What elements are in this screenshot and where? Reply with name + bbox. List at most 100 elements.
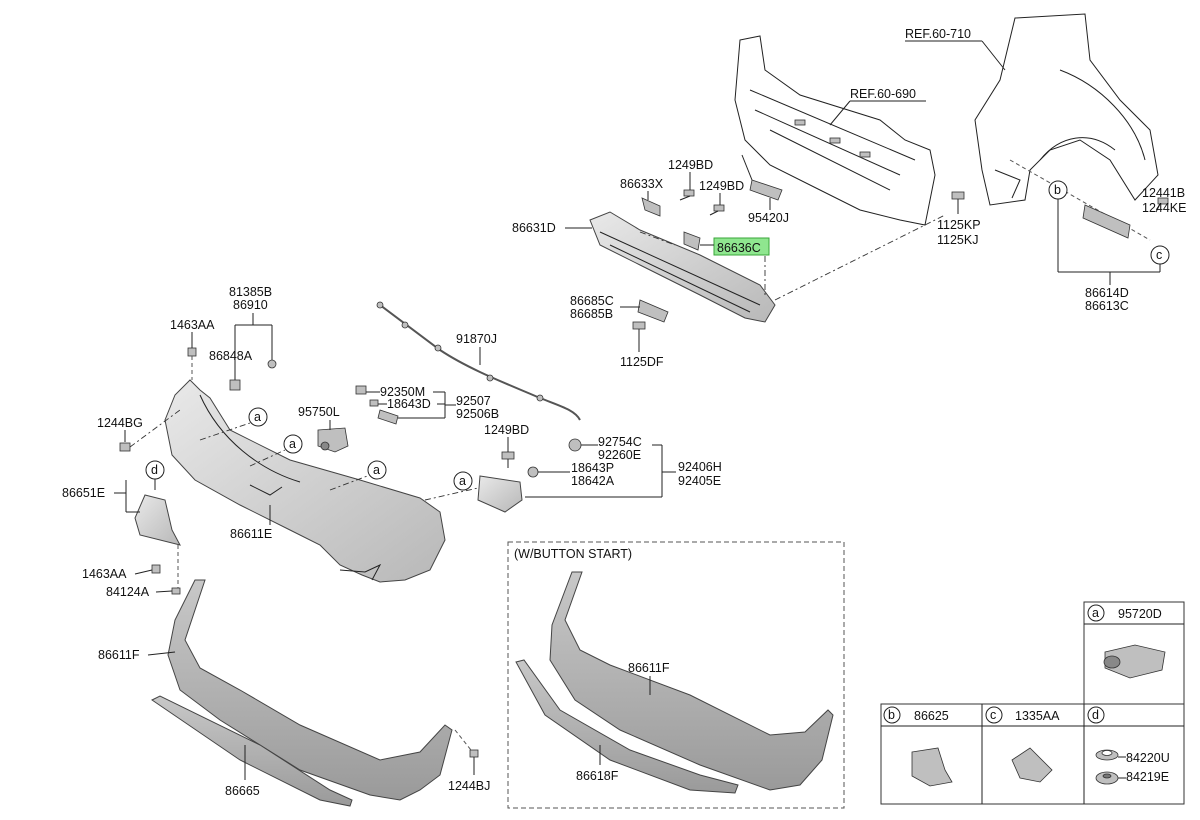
rear-lamp-92406H[interactable] [477, 438, 582, 513]
svg-text:92405E: 92405E [678, 474, 721, 488]
clip-86848A[interactable] [229, 379, 241, 391]
bolt-1249BD-lower[interactable] [501, 451, 515, 468]
svg-text:b: b [888, 708, 895, 722]
screw-1244BJ[interactable] [469, 749, 479, 758]
svg-text:81385B: 81385B [229, 285, 272, 299]
svg-text:92754C: 92754C [598, 435, 642, 449]
bracket-86633X[interactable] [641, 197, 661, 217]
label-86633X: 86633X [620, 177, 664, 200]
svg-text:1249BD: 1249BD [668, 158, 713, 172]
trim-strip-86618F[interactable] [515, 659, 739, 794]
legend-d-label-1: 84220U [1118, 751, 1170, 765]
svg-text:84219E: 84219E [1126, 770, 1169, 784]
screw-1244BG[interactable] [119, 442, 131, 452]
ref-60-690-callout: REF.60-690 [829, 87, 926, 126]
label-95420J: 95420J [748, 198, 789, 225]
screw-1463AA-top[interactable] [187, 347, 197, 357]
svg-text:18642A: 18642A [571, 474, 615, 488]
svg-text:a: a [1092, 606, 1099, 620]
bracket-95420J[interactable] [741, 154, 783, 201]
legend-c-header: c 1335AA [985, 706, 1060, 724]
callout-d-side: d [145, 460, 165, 490]
legend-b-clip[interactable] [911, 747, 953, 787]
label-86618F: 86618F [576, 745, 619, 783]
svg-text:c: c [990, 708, 996, 722]
svg-text:86848A: 86848A [209, 349, 253, 363]
variant-box-button-start: (W/BUTTON START) [507, 541, 845, 809]
svg-text:86685B: 86685B [570, 307, 613, 321]
legend-d-header: d [1087, 706, 1105, 724]
svg-text:86631D: 86631D [512, 221, 556, 235]
svg-text:86685C: 86685C [570, 294, 614, 308]
label-86685C-86685B: 86685C 86685B [570, 294, 640, 321]
camera-95750L[interactable] [317, 427, 349, 453]
svg-text:1125KP: 1125KP [937, 218, 981, 232]
svg-text:95750L: 95750L [298, 405, 340, 419]
legend-b-header: b 86625 [883, 706, 949, 724]
bolt-1249BD-middle[interactable] [709, 204, 725, 216]
lower-bumper-86611F-variant[interactable] [549, 571, 834, 791]
bracket-86636C[interactable] [683, 231, 701, 251]
label-18643P-18642A: 18643P 18642A [538, 461, 615, 488]
bolt-1125KP[interactable] [951, 191, 965, 214]
label-1125KP-1125KJ: 1125KP 1125KJ [937, 218, 981, 247]
callout-c-top: c [1058, 245, 1170, 285]
svg-text:a: a [289, 437, 296, 451]
trim-strip-86665[interactable] [151, 695, 353, 807]
svg-text:84220U: 84220U [1126, 751, 1170, 765]
screw-12441B[interactable] [1155, 197, 1169, 213]
bolt-1125DF[interactable] [632, 321, 646, 340]
legend-a-header: a 95720D [1087, 604, 1162, 622]
label-1249BD-middle: 1249BD [699, 179, 744, 205]
callout-a-2: a [283, 434, 303, 454]
bolt-1249BD-upper[interactable] [679, 189, 695, 201]
bracket-86614D[interactable] [1082, 204, 1131, 239]
svg-text:86614D: 86614D [1085, 286, 1129, 300]
legend-d-grommet-1[interactable] [1095, 749, 1119, 761]
rear-panel[interactable] [734, 35, 936, 226]
rear-bumper-cover-86611E[interactable] [164, 379, 446, 583]
legend-d-label-2: 84219E [1118, 770, 1169, 784]
bumper-beam-86631D[interactable] [589, 211, 776, 323]
svg-text:95720D: 95720D [1118, 607, 1162, 621]
legend-c-nut[interactable] [1011, 747, 1053, 783]
clip-84124A[interactable] [171, 587, 181, 595]
svg-text:86611F: 86611F [98, 648, 140, 662]
lower-bumper-86611F[interactable] [167, 579, 453, 801]
label-86636C[interactable]: 86636C [700, 237, 770, 256]
quarter-panel[interactable] [974, 13, 1159, 206]
wiring-harness-91870J[interactable] [376, 301, 581, 421]
license-lamp-92507[interactable] [355, 385, 399, 425]
label-86651E: 86651E [62, 480, 140, 513]
svg-text:86651E: 86651E [62, 486, 105, 500]
legend-a-sensor[interactable] [1103, 644, 1166, 679]
svg-text:84124A: 84124A [106, 585, 150, 599]
svg-text:92506B: 92506B [456, 407, 499, 421]
svg-text:18643D: 18643D [387, 397, 431, 411]
svg-text:REF.60-690: REF.60-690 [850, 87, 916, 101]
bracket-86685C[interactable] [637, 299, 669, 323]
svg-text:1463AA: 1463AA [170, 318, 215, 332]
label-86665: 86665 [225, 745, 260, 798]
bracket-86651E[interactable] [134, 494, 181, 546]
callout-b-top: b [1048, 180, 1068, 272]
svg-text:(W/BUTTON START): (W/BUTTON START) [514, 547, 632, 561]
svg-text:86636C: 86636C [717, 241, 761, 255]
label-92350M-18643D-92507: 92350M 18643D 92507 92506B [366, 385, 499, 421]
label-1463AA-top: 1463AA [170, 318, 215, 380]
svg-text:d: d [151, 463, 158, 477]
label-1249BD-lower: 1249BD [484, 423, 529, 452]
screw-1463AA-bottom[interactable] [151, 564, 161, 574]
svg-text:1249BD: 1249BD [484, 423, 529, 437]
legend-d-grommet-2[interactable] [1095, 771, 1119, 785]
svg-text:1335AA: 1335AA [1015, 709, 1060, 723]
clip-86910[interactable] [267, 359, 277, 369]
svg-text:1244BJ: 1244BJ [448, 779, 490, 793]
svg-text:1125KJ: 1125KJ [937, 233, 978, 247]
svg-text:c: c [1156, 248, 1162, 262]
svg-text:86910: 86910 [233, 298, 268, 312]
svg-text:1244KE: 1244KE [1142, 201, 1186, 215]
label-86611E: 86611E [230, 505, 272, 541]
label-81385B-86910: 81385B 86910 [229, 285, 273, 380]
